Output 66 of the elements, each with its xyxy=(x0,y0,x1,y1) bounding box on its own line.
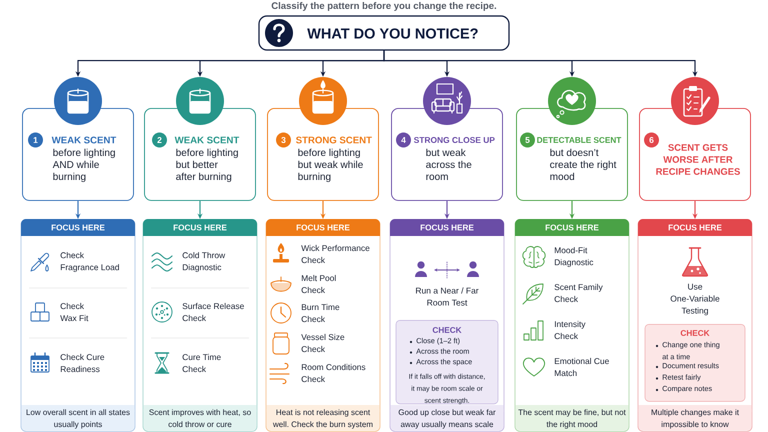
panel-header: FOCUS HERE xyxy=(515,219,629,236)
item-text: Cure Time Check xyxy=(182,354,221,372)
lit-candle-icon xyxy=(299,77,347,125)
card-heading: STRONG CLOSE UP xyxy=(414,137,495,143)
card-heading: SCENT GETS WORSE AFTER RECIPE CHANGES xyxy=(656,144,740,175)
symptom-card xyxy=(22,108,134,201)
item-text: Emotional Cue Match xyxy=(554,358,609,376)
focus-panel xyxy=(514,219,630,432)
note-band: Multiple changes make it impossible to know xyxy=(638,405,752,431)
item-text: Check Cure Readiness xyxy=(60,354,104,372)
item-text: Room Conditions Check xyxy=(302,364,366,382)
card-heading: WEAK SCENT xyxy=(174,136,240,144)
item-text: Wick Performance Check xyxy=(301,244,370,264)
item-text: Check Wax Fit xyxy=(60,302,88,322)
item-text: Scent Family Check xyxy=(554,284,603,302)
card-text: before lighting but better after burning xyxy=(176,148,238,182)
note-band: Good up close but weak far away usually means scale xyxy=(390,405,504,431)
item-text: Use One-Variable Testing xyxy=(670,284,720,316)
item-text: Surface Release Check xyxy=(182,302,244,322)
card-text: but weak across the room xyxy=(426,148,472,180)
panel-header: FOCUS HERE xyxy=(390,219,504,236)
card-text: before lighting but weak while burning xyxy=(298,148,363,182)
symptom-card xyxy=(639,108,751,201)
card-heading: DETECTABLE SCENT xyxy=(537,137,622,143)
card-text: but doesn’t create the right mood xyxy=(550,148,616,180)
candle-icon xyxy=(176,77,224,125)
panel-header: FOCUS HERE xyxy=(638,219,752,236)
item-text: Check Fragrance Load xyxy=(60,252,119,272)
symptom-card xyxy=(391,108,503,201)
number-badge: 6 xyxy=(644,132,659,148)
candle-icon xyxy=(54,77,102,125)
thought-bubble-icon xyxy=(548,77,596,125)
symptom-card xyxy=(516,108,628,201)
card-text: before lighting AND while burning xyxy=(52,148,115,182)
number-badge: 3 xyxy=(276,132,291,148)
clipboard-icon xyxy=(671,77,719,125)
question-box: WHAT DO YOU NOTICE? xyxy=(258,15,510,51)
focus-panel xyxy=(20,219,136,432)
item-text: Cold Throw Diagnostic xyxy=(182,252,226,272)
item-text: Run a Near / Far Room Test xyxy=(416,287,478,306)
note-band: Scent improves with heat, so cold throw or cure xyxy=(143,405,257,431)
number-badge: 2 xyxy=(152,132,167,148)
note-band: Low overall scent in all states usually points xyxy=(21,405,135,431)
panel-header: FOCUS HERE xyxy=(21,219,135,236)
item-text: Melt Pool Check xyxy=(302,274,336,294)
focus-panel xyxy=(142,219,258,432)
note-band: The scent may be fine, but not the right mood xyxy=(515,405,629,431)
panel-header: FOCUS HERE xyxy=(143,219,257,236)
symptom-card xyxy=(144,108,256,201)
item-text: Intensity Check xyxy=(554,320,586,340)
item-text: Vessel Size Check xyxy=(301,334,344,352)
number-badge: 1 xyxy=(28,132,43,148)
card-heading: STRONG SCENT xyxy=(296,136,372,144)
check-box xyxy=(644,324,746,402)
card-heading: WEAK SCENT xyxy=(52,136,116,144)
symptom-card xyxy=(267,108,379,201)
focus-panel xyxy=(266,219,380,432)
item-text: Mood-Fit Diagnostic xyxy=(554,247,594,267)
item-text: Burn Time Check xyxy=(302,304,340,322)
panel-header: FOCUS HERE xyxy=(266,219,380,236)
check-heading: CHECK xyxy=(680,330,710,336)
number-badge: 5 xyxy=(520,132,535,148)
sofa-icon xyxy=(423,77,471,125)
check-heading: CHECK xyxy=(432,327,462,333)
note-band: Heat is not releasing scent well. Check the burn system xyxy=(266,405,380,431)
number-badge: 4 xyxy=(396,132,411,148)
